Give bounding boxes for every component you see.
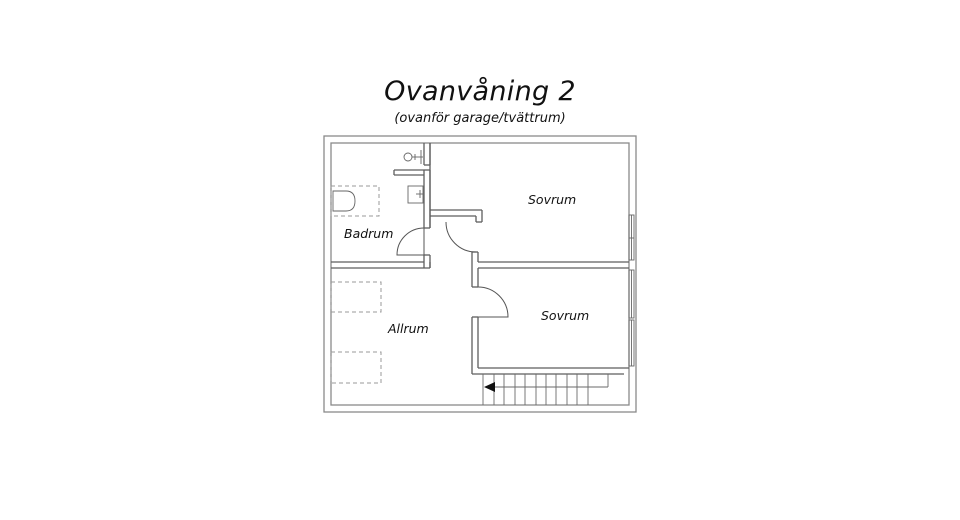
lower-bedroom-door-icon [477,286,509,318]
door-swing-icon [396,227,425,256]
stairs [482,374,609,405]
outer-wall [323,135,637,413]
upper-bedroom-door-icon [445,221,477,253]
shower-icon [403,150,423,164]
lower-bedroom-walls [471,316,629,375]
furniture-outline [330,281,382,384]
room-label-badrum: Badrum [344,226,393,241]
arrow-left-icon [484,382,495,392]
room-label-sovrum-lower: Sovrum [541,308,589,323]
toilet-icon [330,185,380,217]
page-subtitle: (ovanför garage/tvättrum) [394,111,566,126]
room-label-allrum: Allrum [387,321,429,336]
bathroom-walls [331,143,431,269]
room-label-sovrum-upper: Sovrum [528,192,576,207]
upper-bedroom-walls [429,143,629,288]
window-icon [628,214,635,367]
sink-icon [407,185,424,204]
page-title: Ovanvåning 2 [384,76,576,107]
